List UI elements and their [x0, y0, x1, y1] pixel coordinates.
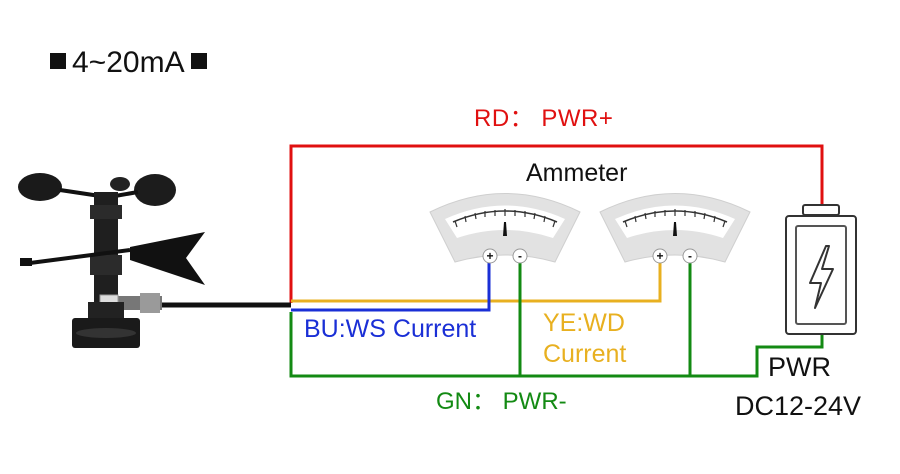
yellow-wire-label-line1: YE:WD — [543, 309, 625, 337]
page-title: 4~20mA — [44, 48, 213, 78]
ammeter-ws: + - — [429, 193, 581, 264]
green-wire-label: GN： PWR- — [436, 388, 567, 415]
terminal-minus-1: - — [518, 249, 522, 263]
green-wire-pwr-minus — [289, 312, 824, 378]
ammeter-label: Ammeter — [526, 159, 628, 187]
square-bullet-icon — [190, 53, 207, 70]
blue-wire-label: BU:WS Current — [304, 315, 477, 343]
terminal-plus-1: + — [486, 249, 493, 263]
yellow-wire-wd — [291, 262, 662, 303]
red-wire-label: RD： PWR+ — [474, 105, 614, 132]
terminal-minus-2: - — [688, 249, 692, 263]
power-label-line2: DC12-24V — [735, 391, 862, 421]
wind-sensor-icon — [18, 173, 205, 348]
terminal-plus-2: + — [656, 249, 663, 263]
power-label-line1: PWR — [768, 352, 831, 382]
ammeter-wd: + - — [599, 193, 751, 264]
red-wire-pwr-plus — [289, 144, 824, 303]
blue-wire-ws — [291, 262, 491, 312]
square-bullet-icon — [50, 53, 66, 70]
battery-icon — [785, 204, 857, 335]
yellow-wire-label-line2: Current — [543, 340, 627, 368]
